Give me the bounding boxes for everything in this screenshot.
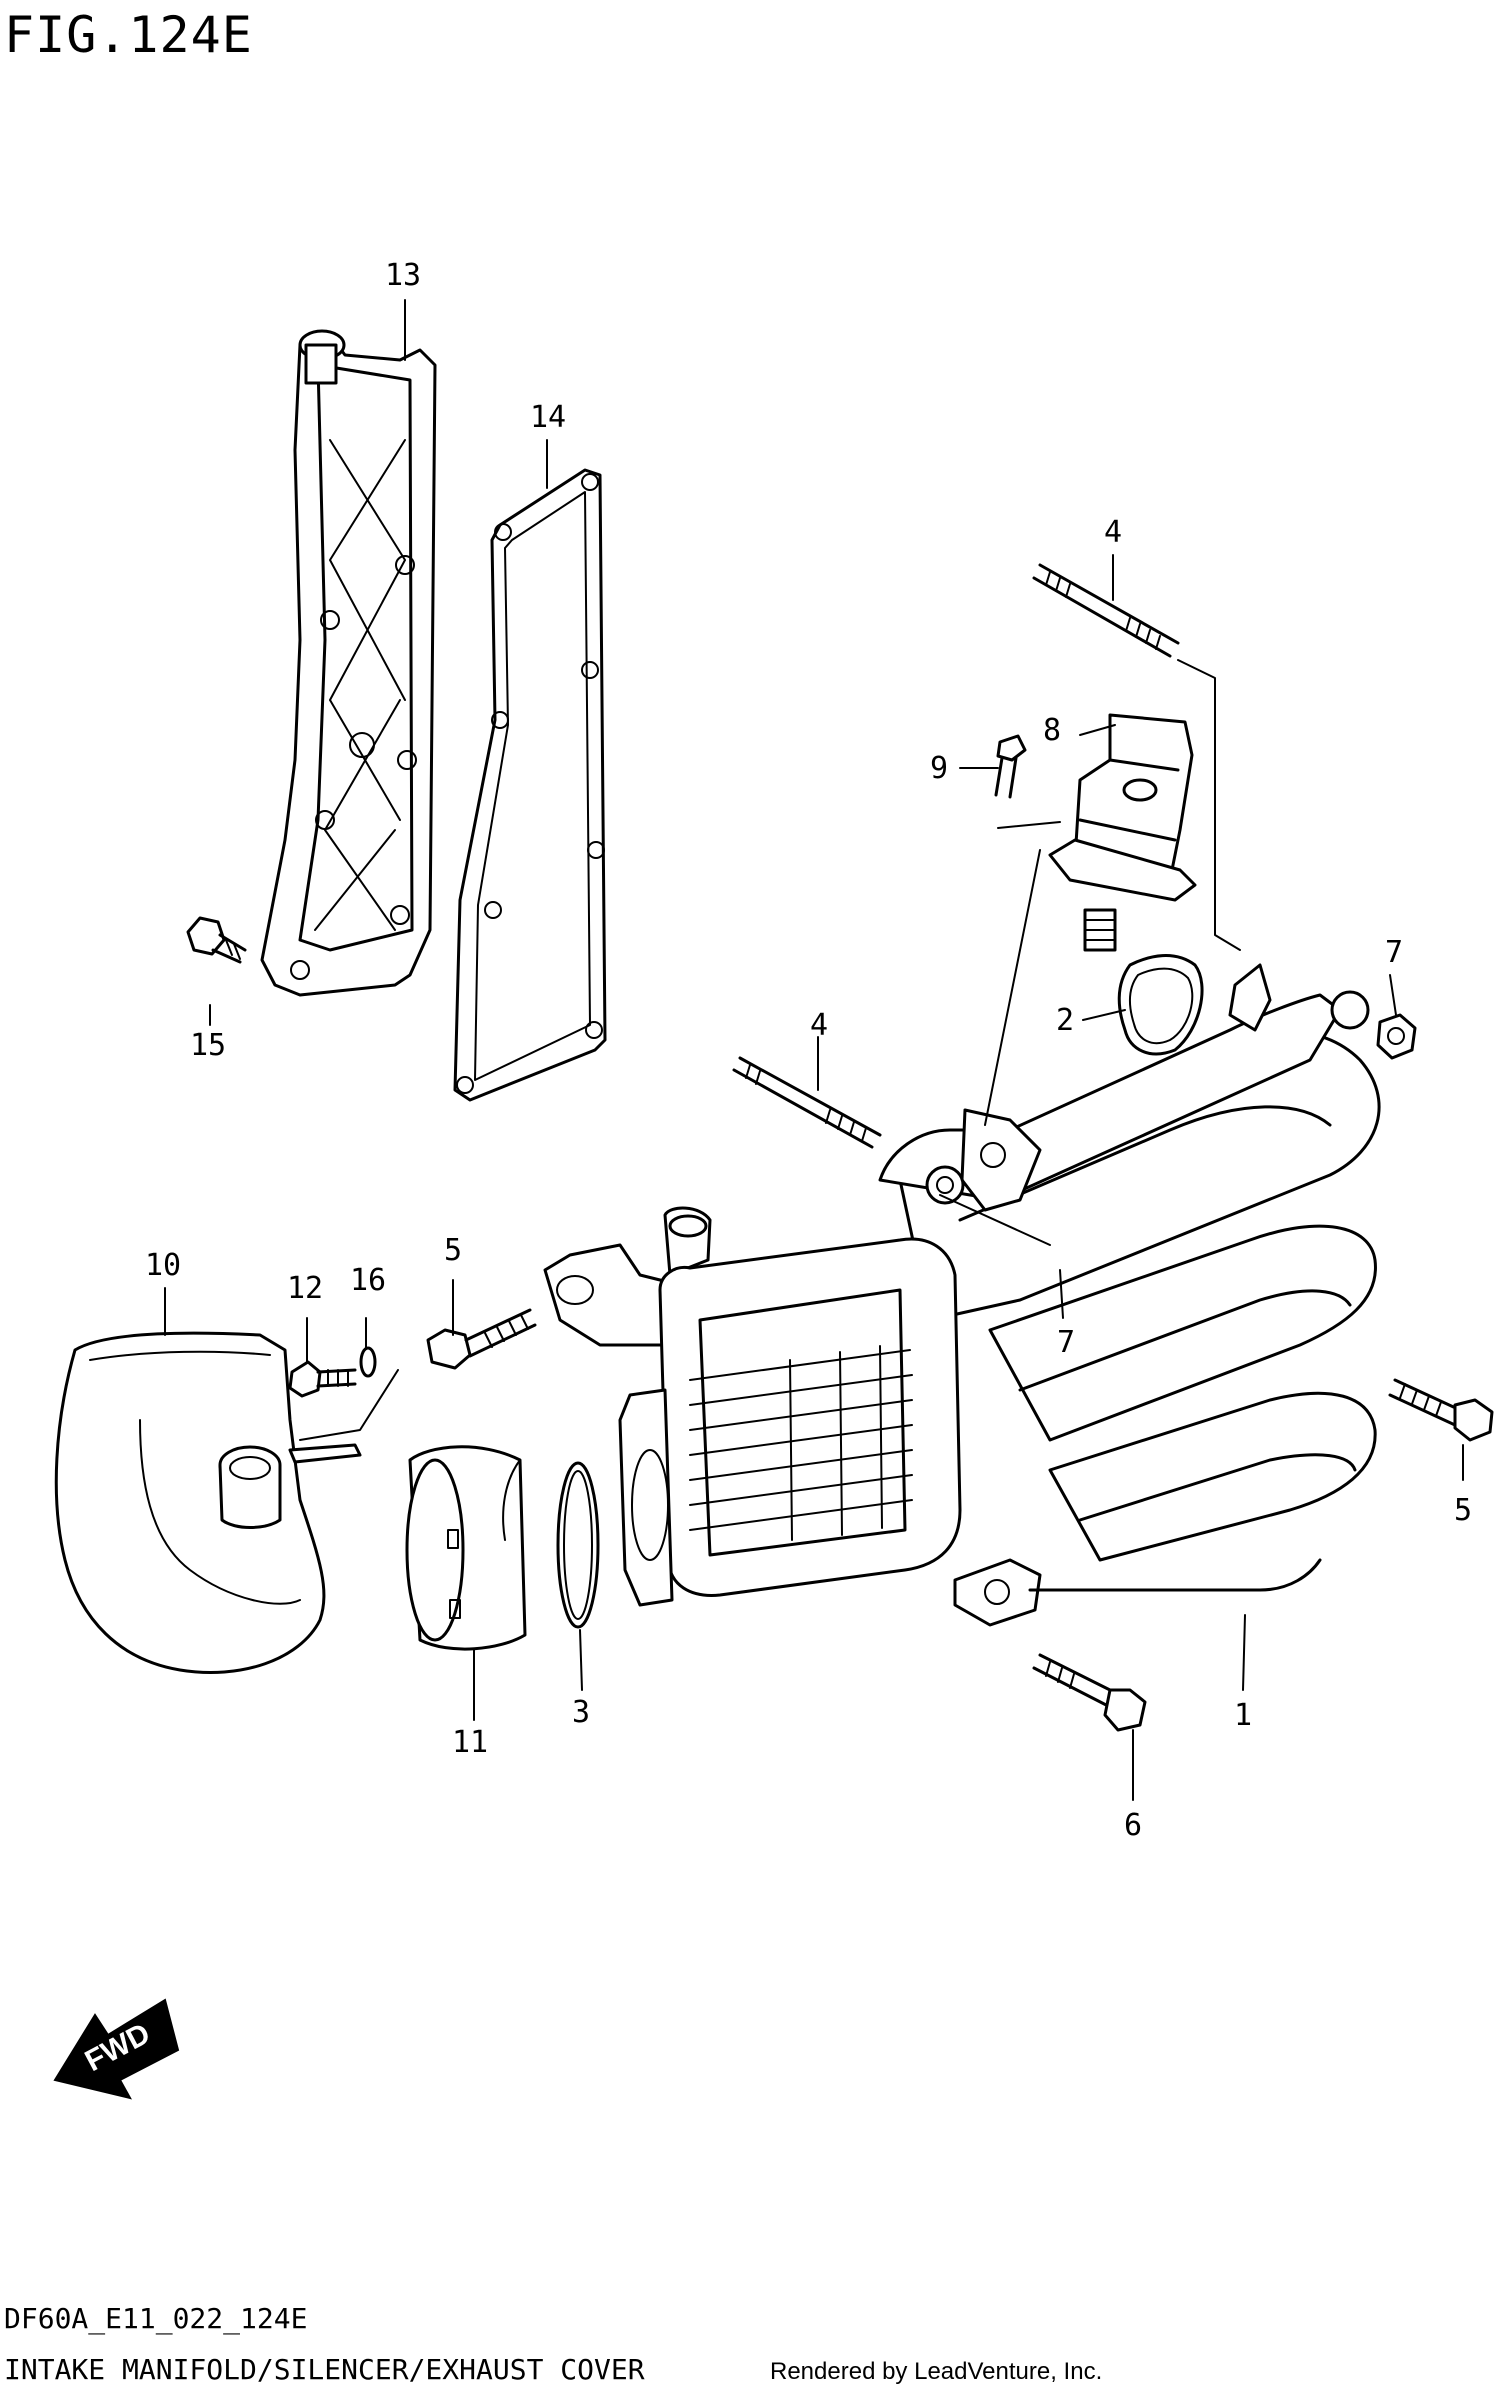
part-7-nut-upper[interactable] <box>1376 1013 1417 1060</box>
callout-8: 8 <box>1043 713 1061 748</box>
part-8-sensor[interactable] <box>1048 713 1197 952</box>
part-12-bolt[interactable] <box>288 1360 357 1398</box>
part-5-bolt-left[interactable] <box>426 1308 537 1370</box>
part-14-gasket[interactable] <box>453 468 607 1102</box>
callout-5-right: 5 <box>1454 1493 1472 1528</box>
render-credit: Rendered by LeadVenture, Inc. <box>770 2358 1103 2385</box>
part-13-exhaust-cover[interactable] <box>260 329 437 997</box>
leader-lines <box>164 299 1464 1801</box>
figure-code: DF60A_E11_022_124E <box>4 2302 308 2335</box>
callout-7-lower: 7 <box>1057 1325 1075 1360</box>
callout-2: 2 <box>1056 1003 1074 1038</box>
part-4-stud-lower[interactable] <box>732 1056 882 1149</box>
callout-16: 16 <box>350 1263 386 1298</box>
figure-title: FIG.124E <box>4 6 253 64</box>
callout-9: 9 <box>930 751 948 786</box>
part-11-seal[interactable] <box>405 1445 527 1651</box>
part-4-stud-upper[interactable] <box>1032 563 1180 658</box>
part-3-o-ring[interactable] <box>556 1461 600 1629</box>
callout-6: 6 <box>1124 1808 1142 1843</box>
part-1-intake-manifold[interactable] <box>543 963 1381 1627</box>
callout-15: 15 <box>190 1028 226 1063</box>
callout-3: 3 <box>572 1695 590 1730</box>
part-15-bolt[interactable] <box>186 916 247 964</box>
callout-4-upper: 4 <box>1104 515 1122 550</box>
parts-diagram: FWD 13 14 15 4 8 9 2 7 4 <box>53 258 1494 2100</box>
part-16-washer[interactable] <box>359 1346 377 1378</box>
part-2-o-ring[interactable] <box>1117 954 1204 1056</box>
callout-1: 1 <box>1234 1698 1252 1733</box>
callout-14: 14 <box>530 400 566 435</box>
callout-5-left: 5 <box>444 1233 462 1268</box>
part-9-screw[interactable] <box>994 734 1027 799</box>
callout-11: 11 <box>452 1725 488 1760</box>
callout-12: 12 <box>287 1271 323 1306</box>
callouts: 13 14 15 4 8 9 2 7 4 7 5 5 6 1 10 12 16 … <box>145 258 1472 1843</box>
fwd-arrow: FWD <box>53 1998 180 2100</box>
figure-description: INTAKE MANIFOLD/SILENCER/EXHAUST COVER <box>4 2353 645 2386</box>
part-10-silencer[interactable] <box>54 1331 362 1675</box>
callout-13: 13 <box>385 258 421 293</box>
callout-4-lower: 4 <box>810 1008 828 1043</box>
part-5-bolt-right[interactable] <box>1388 1378 1494 1442</box>
manifold-fins <box>689 1345 913 1541</box>
callout-7-upper: 7 <box>1385 935 1403 970</box>
callout-10: 10 <box>145 1248 181 1283</box>
part-6-bolt[interactable] <box>1032 1653 1147 1732</box>
